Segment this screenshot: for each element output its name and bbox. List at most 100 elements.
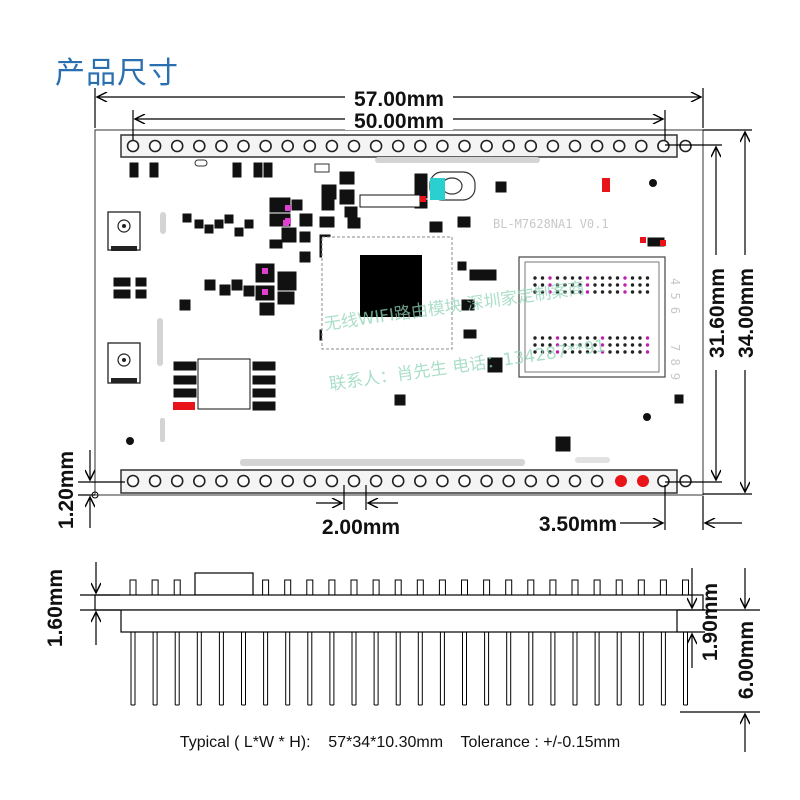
smd-part xyxy=(219,284,231,296)
header-pin xyxy=(193,139,206,153)
smd-part xyxy=(252,361,276,371)
caption-tolerance: Tolerance : +/-0.15mm xyxy=(460,734,621,751)
label-pin-length: 6.00mm xyxy=(735,621,758,699)
header-pin xyxy=(657,474,670,488)
smd-part xyxy=(214,219,224,229)
header-pin xyxy=(679,474,692,488)
smd-part xyxy=(135,289,147,299)
smd-part xyxy=(234,227,244,237)
header-pin xyxy=(546,474,560,488)
header-pin xyxy=(480,139,493,153)
header-pin xyxy=(568,474,582,488)
header-pin xyxy=(325,474,339,488)
smd-part xyxy=(487,357,503,373)
smd-part xyxy=(263,162,273,178)
header-pin xyxy=(170,474,184,488)
header-pin xyxy=(215,474,228,488)
spec-caption: Typical ( L*W * H): 57*34*10.30mm Tolera… xyxy=(0,734,800,752)
smd-part xyxy=(277,271,297,291)
smd-part xyxy=(461,299,475,311)
label-overall-width: 34.00mm xyxy=(735,268,758,358)
header-pin xyxy=(502,474,516,488)
smd-part xyxy=(291,199,303,211)
smd-part xyxy=(173,375,197,385)
caption-size: 57*34*10.30mm xyxy=(328,734,444,751)
header-pin xyxy=(524,474,538,488)
header-pin xyxy=(436,474,449,488)
smd-part xyxy=(194,219,204,229)
header-pin xyxy=(303,139,317,153)
side-pcb xyxy=(94,594,704,611)
label-component-height: 1.90mm xyxy=(699,583,722,661)
smd-part xyxy=(277,291,295,305)
smd-part xyxy=(339,171,355,185)
header-pin xyxy=(657,139,670,153)
label-pin-pitch: 2.00mm xyxy=(322,516,400,539)
smd-part xyxy=(224,214,234,224)
smd-components xyxy=(113,159,684,452)
header-pin xyxy=(281,474,295,488)
smd-part xyxy=(457,216,471,228)
pin1-marker-2 xyxy=(637,475,649,487)
board-model-label: BL-M7628NA1 V0.1 xyxy=(493,217,609,231)
header-pin xyxy=(347,474,361,488)
main-chip xyxy=(321,236,453,350)
smd-part xyxy=(674,394,684,404)
header-pin xyxy=(502,139,516,153)
top-pins xyxy=(126,139,692,153)
smd-part xyxy=(359,194,421,208)
header-pin xyxy=(126,474,140,488)
smd-part xyxy=(463,329,477,339)
smd-part xyxy=(243,285,255,297)
header-pin xyxy=(170,139,184,153)
smd-part xyxy=(555,436,571,452)
label-board-thickness: 1.60mm xyxy=(44,569,67,647)
header-pin xyxy=(347,139,361,153)
header-pin xyxy=(480,474,493,488)
smd-part xyxy=(394,394,406,406)
header-pin xyxy=(281,139,295,153)
smd-part xyxy=(149,162,159,178)
smd-part xyxy=(179,299,191,311)
header-pin xyxy=(148,474,162,488)
smd-part xyxy=(299,213,313,227)
header-pin xyxy=(524,139,538,153)
smd-part xyxy=(259,302,275,316)
header-pin xyxy=(413,474,427,488)
label-overall-length: 57.00mm xyxy=(354,88,444,111)
smd-part xyxy=(344,206,358,218)
header-pin xyxy=(413,139,427,153)
smd-part xyxy=(414,173,428,199)
smd-part xyxy=(173,388,197,398)
label-edge-offset-y: 1.20mm xyxy=(55,451,78,529)
silk-row-b: 4 5 6 xyxy=(668,278,682,314)
smd-part xyxy=(204,224,214,234)
header-pin xyxy=(369,139,383,153)
memory-balls xyxy=(533,276,650,354)
header-pin xyxy=(391,139,405,153)
header-pin xyxy=(215,139,228,153)
smd-part xyxy=(321,199,335,211)
side-view xyxy=(94,572,704,706)
header-pin xyxy=(148,139,162,153)
header-pin xyxy=(259,139,272,153)
smd-part xyxy=(495,181,507,193)
label-edge-offset-x: 3.50mm xyxy=(539,513,617,536)
side-header-body xyxy=(120,609,678,633)
smd-part xyxy=(457,261,467,271)
smd-part xyxy=(197,358,251,410)
pin1-marker-1 xyxy=(615,475,627,487)
smd-part xyxy=(347,217,361,229)
header-pin xyxy=(546,139,560,153)
smd-part xyxy=(113,289,131,299)
header-pin xyxy=(237,474,250,488)
smd-part xyxy=(252,401,276,411)
label-pin-row-length: 50.00mm xyxy=(354,110,444,133)
smd-part xyxy=(252,388,276,398)
smd-part xyxy=(113,277,131,287)
smd-part xyxy=(173,361,197,371)
smd-part xyxy=(469,269,497,281)
header-pin xyxy=(369,474,383,488)
silk-row-a: 7 8 9 xyxy=(668,344,682,380)
